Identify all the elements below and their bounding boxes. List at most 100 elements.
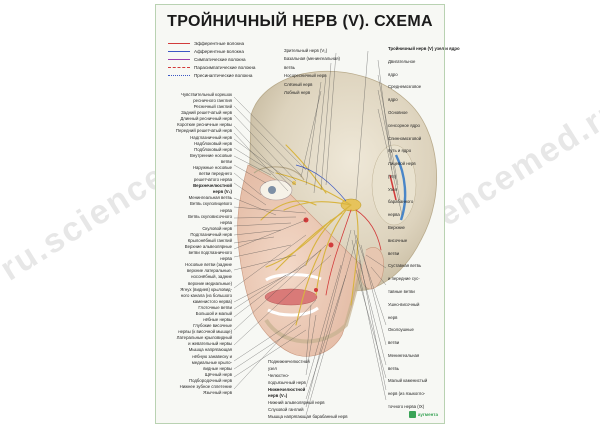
anatomy-label: тавные ветви <box>388 288 415 294</box>
anatomy-label: сенсорное ядро <box>388 122 420 128</box>
anatomy-label: нерв (из языкогло- <box>388 391 426 397</box>
anatomy-label: Спинномозговой <box>388 135 422 141</box>
anatomy-label: нерв <box>388 314 398 320</box>
anatomy-label: и жевательный нервы <box>188 341 232 347</box>
anatomy-label: Ресничный ганглий <box>193 104 232 110</box>
anatomy-label: Верхние <box>388 225 405 230</box>
anatomy-label: Латеральные крыловидный <box>176 335 232 341</box>
anatomy-label: Большой и малый <box>195 310 232 316</box>
anatomy-label: верхние латеральные, <box>186 268 232 274</box>
anatomy-label: Суставная ветвь <box>388 263 422 269</box>
anatomy-label: Чувствительный корешок <box>181 92 232 97</box>
anatomy-label: Носоресничный нерв <box>284 73 327 79</box>
anatomy-label: Мышца напрягающая барабанный нерв <box>268 414 348 419</box>
ear-shape <box>360 247 385 290</box>
anatomy-label: Лобный нерв <box>284 90 311 95</box>
anatomy-label: видные нервы <box>203 365 232 371</box>
anatomy-label: Среднемозговое <box>388 84 422 90</box>
anatomy-label: Малый каменистый <box>388 378 428 384</box>
anatomy-label: ветви <box>388 250 400 256</box>
anatomy-label: ядро <box>388 71 398 77</box>
legend-item: Афферентные волокна <box>168 47 298 55</box>
anatomy-label: нерва <box>220 219 232 225</box>
anatomy-label: нерва <box>220 256 232 262</box>
anatomy-label: Короткие ресничные нервы <box>177 122 232 128</box>
legend-label: Афферентные волокна <box>194 48 244 54</box>
anatomy-label: ветви <box>220 158 232 164</box>
anatomy-label: Скуловой нерв <box>202 225 232 231</box>
anatomy-label: Тройничный нерв (V) узел и ядро <box>388 46 460 51</box>
anatomy-label: ветвь <box>388 365 399 371</box>
anatomy-label: нерва <box>388 212 400 218</box>
anatomy-label: Ветвь скуловисочного <box>188 213 232 219</box>
anatomy-label: каменистого нерва) <box>192 298 232 304</box>
legend-swatch <box>168 74 190 76</box>
anatomy-label: нерв (V₃) <box>268 393 288 399</box>
anatomy-label: Щёчный нерв <box>204 371 232 377</box>
anatomy-label: Двигательное <box>388 58 416 64</box>
legend-swatch <box>168 58 190 60</box>
anatomy-label: точного нерва (IX) <box>388 404 425 409</box>
logo-text: аугмента <box>417 412 438 417</box>
legend-swatch <box>168 42 190 44</box>
anatomy-label: медиальные крыло- <box>191 359 232 365</box>
logo-mark-icon <box>408 411 416 418</box>
anatomy-label: ветви <box>388 340 400 346</box>
anatomy-label: ветви подглазничного <box>188 250 232 256</box>
anatomy-label: подъязычный нерв <box>268 379 306 385</box>
anatomy-label: Нижнее зубное сплетение <box>179 383 232 389</box>
anatomy-label: узел <box>268 365 277 371</box>
anatomy-label: Подблоковый нерв <box>194 146 232 152</box>
anatomy-label: нервы (к височной мышце) <box>178 329 232 335</box>
anatomy-label: Базальная (менингеальная) <box>284 56 340 62</box>
anatomy-label: (VII) <box>388 173 397 179</box>
legend-label: Пресинаптические волокна <box>194 72 253 78</box>
anatomy-label: ядро <box>388 97 398 103</box>
tongue-shape <box>264 288 318 306</box>
anatomy-label: Слёзный нерв <box>284 81 313 87</box>
anatomy-label: Зрительный нерв (V₁) <box>284 48 328 53</box>
anatomy-label: Менингеальная <box>388 352 420 358</box>
iris-shape <box>268 186 276 194</box>
anatomy-label: Длинный ресничный нерв <box>180 116 232 122</box>
anatomy-label: нёбную занавеску и <box>192 353 232 359</box>
legend-label: Парасимпатические волокна <box>194 64 256 70</box>
anatomy-label: Ягнух (видиев) крыловид- <box>180 286 232 292</box>
anatomy-label: Нижнечелюстной <box>268 386 306 392</box>
anatomy-label: ресничного ганглия <box>193 98 232 104</box>
anatomy-label: Основное <box>388 109 408 115</box>
anatomy-label: Нижний альвеолярный нерв <box>268 400 325 406</box>
anatomy-label: Верхние альвеолярные <box>184 244 232 250</box>
anatomy-label: и передние сус- <box>388 276 420 282</box>
anatomy-label: Надблоковый нерв <box>194 140 232 146</box>
anatomy-label: Поднижнечелюстной <box>268 359 310 364</box>
legend-item: Парасимпатические волокна <box>168 63 298 71</box>
anatomy-label: Язычный нерв <box>203 390 232 395</box>
anatomy-label: нерва <box>220 207 232 213</box>
anatomy-label: ветви переднего <box>199 171 232 177</box>
anatomy-label: нерв (V₂) <box>212 189 232 195</box>
poster-title: ТРОЙНИЧНЫЙ НЕРВ (V). СХЕМА <box>167 13 433 30</box>
anatomy-label: Задний решетчатый нерв <box>181 110 232 116</box>
anatomy-label: Передний решетчатый нерв <box>175 128 232 134</box>
nucleus-blue <box>394 154 407 221</box>
legend-item: Эфферентные волокна <box>168 39 298 47</box>
anatomy-label: Глубокие височные <box>193 323 232 329</box>
anatomy-label: Лицевой нерв <box>388 161 416 167</box>
legend-label: Симпатические волокна <box>194 56 246 62</box>
anatomy-label: Глоточные ветви <box>198 304 232 310</box>
skull-illustration <box>233 50 437 416</box>
anatomy-label: Надглазничный нерв <box>190 134 232 140</box>
anatomy-label: Мышца напрягающая <box>188 347 232 353</box>
anatomy-label: Околоушные <box>388 327 414 333</box>
nerve-branches <box>260 144 359 326</box>
legend-label: Эфферентные волокна <box>194 40 245 46</box>
anatomy-label: ветвь <box>284 64 295 70</box>
anatomy-label: Носовые ветви (задние <box>185 262 232 268</box>
publisher-logo: аугмента <box>408 411 438 418</box>
anatomy-label: носонёбный, задние <box>191 274 232 280</box>
anatomy-label: Слуховой ганглий <box>268 407 304 413</box>
legend-swatch <box>168 50 190 52</box>
anatomy-label: Ветвь скулолицевого <box>190 201 232 207</box>
anatomy-label: путь и ядро <box>388 148 412 154</box>
